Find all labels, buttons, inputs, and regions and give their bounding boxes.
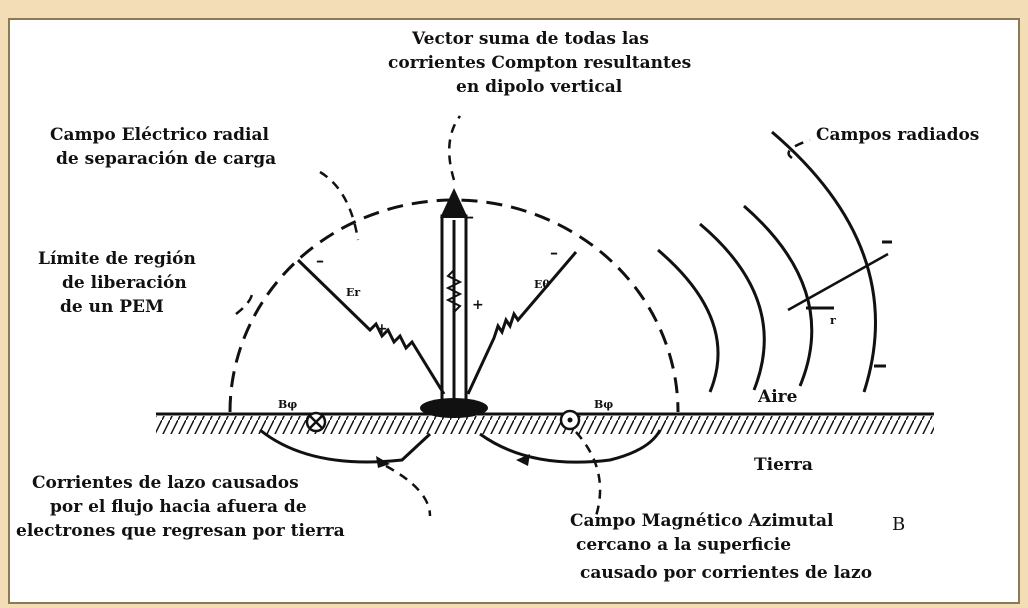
label-campo-magnetico-line1: Campo Magnético Azimutal [570,511,834,531]
symbol-b-phi-left: Bφ [278,398,298,411]
emp-diagram-svg [156,115,934,517]
symbol-e-theta: Eθ [534,278,550,291]
radial-field-line-left [296,258,446,395]
compton-vector-arrowhead [440,188,468,218]
label-corrientes-line1: Corrientes de lazo causados [32,473,299,493]
label-limite-line3: de un PEM [60,297,164,317]
label-limite-line1: Límite de región [38,249,196,269]
label-corrientes-line3: electrones que regresan por tierra [16,521,345,541]
radiated-field-arc-1 [657,248,720,393]
loop-current-left [259,428,432,464]
leader-campo-electrico [319,170,360,241]
symbol-e-r: Er [346,286,361,299]
radiated-field-arc-2 [699,222,766,391]
emp-region-boundary [228,198,680,413]
symbol-plus-left: + [376,321,388,337]
symbol-b-phi-right: Bφ [594,398,614,411]
leader-limite [235,289,254,315]
label-campo-electrico-line2: de separación de carga [56,149,277,169]
loop-current-left-arrow [376,456,390,468]
leader-corrientes [385,464,432,517]
label-vector-line2: corrientes Compton resultantes [388,53,692,73]
leader-lines [235,115,811,517]
label-campos-radiados: Campos radiados [816,125,980,145]
loop-current-right [479,429,662,464]
label-vector-line3: en dipolo vertical [456,77,623,97]
leader-campo-magnetico [575,431,602,517]
label-campo-magnetico-line2: cercano a la superficie [576,535,792,555]
symbol-minus-top: – [466,207,474,226]
panel-letter: B [892,514,906,535]
label-corrientes-line2: por el flujo hacia afuera de [50,497,307,517]
label-aire: Aire [758,387,798,407]
radiated-vector-diagonal [787,252,889,312]
symbol-minus-left: – [316,251,324,270]
label-vector-line1: Vector suma de todas las [412,29,649,49]
symbol-plus-mid: + [472,297,484,313]
radiated-field-arc-3 [743,204,814,387]
label-campo-electrico-line1: Campo Eléctrico radial [50,125,269,145]
label-limite-line2: de liberación [62,273,187,293]
label-campo-magnetico-line3: causado por corrientes de lazo [580,563,873,583]
loop-current-right-arrow [516,454,530,466]
diagram-frame: Vector suma de todas las corrientes Comp… [8,18,1020,604]
symbol-r-hat: r [830,314,836,327]
gamma-burst-source [420,398,488,418]
symbol-minus-right: – [550,243,558,262]
radiated-field-arc-4 [771,130,877,393]
leader-campos-radiados [787,138,811,160]
radial-field-line-mid [445,269,463,313]
label-tierra: Tierra [754,455,813,475]
radial-field-line-right [466,251,578,395]
leader-vector [448,115,462,181]
ground-hatching [156,416,934,434]
